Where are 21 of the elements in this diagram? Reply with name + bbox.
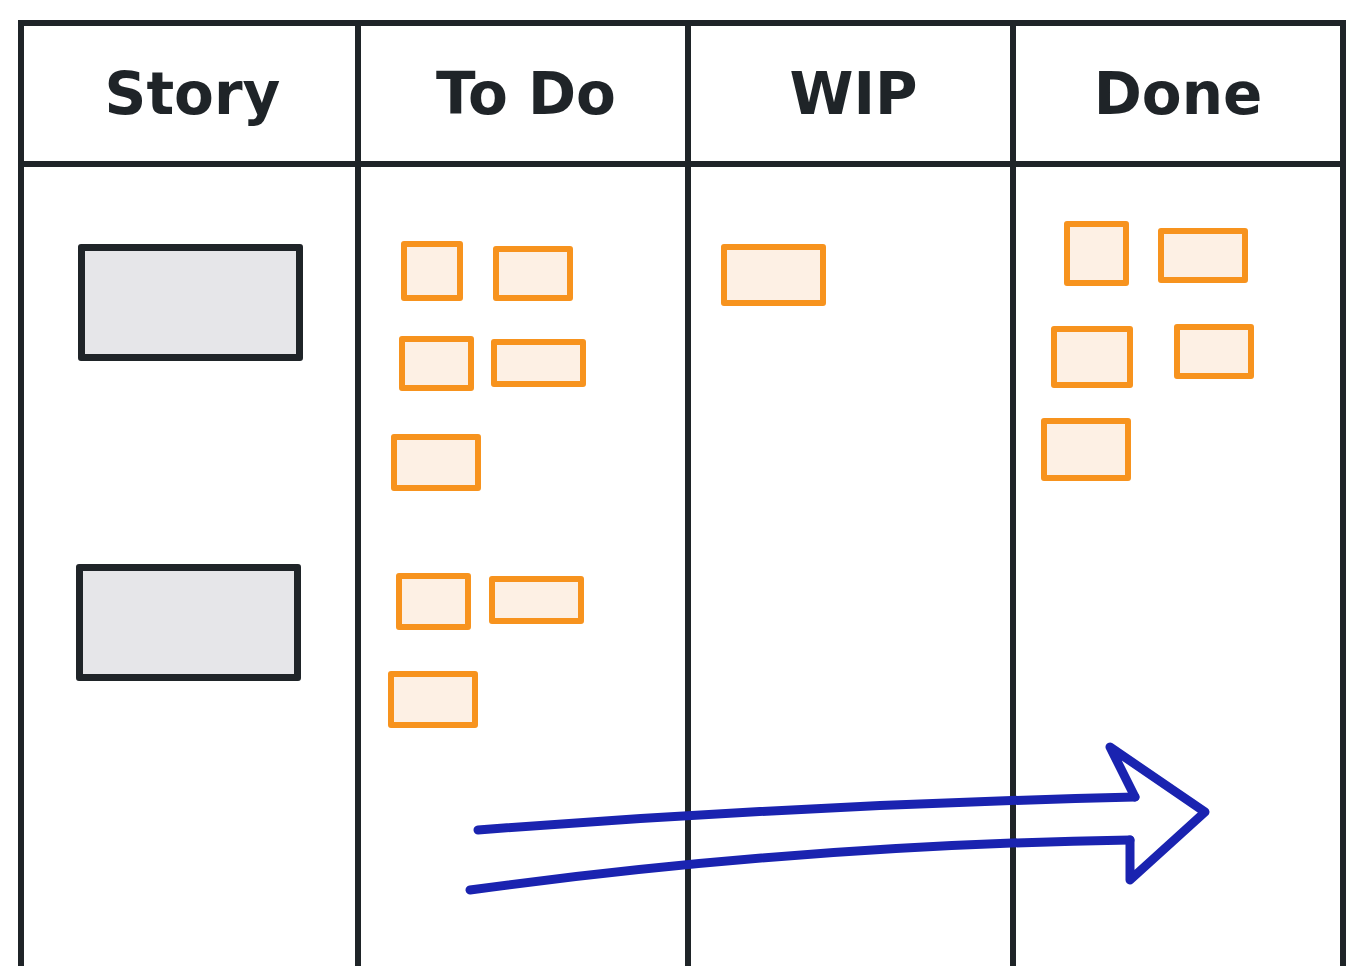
story-card: [76, 564, 301, 681]
sticky-note: [388, 671, 478, 728]
sticky-note: [491, 339, 586, 387]
sticky-note: [1041, 418, 1131, 481]
column-heading: WIP: [789, 59, 918, 128]
column-heading: To Do: [436, 59, 616, 128]
board-column: [1010, 20, 1346, 966]
sticky-note: [1064, 221, 1129, 286]
sticky-note: [721, 244, 826, 306]
sticky-note: [401, 241, 463, 301]
sticky-note: [1051, 326, 1133, 388]
sticky-note: [399, 336, 474, 391]
sticky-note: [489, 576, 584, 624]
sticky-note: [396, 573, 471, 630]
column-heading: Story: [104, 59, 281, 128]
sticky-note: [1174, 324, 1254, 379]
sticky-note: [493, 246, 573, 301]
sticky-note: [391, 434, 481, 491]
story-card: [78, 244, 303, 361]
sticky-note: [1158, 228, 1248, 283]
column-heading: Done: [1093, 59, 1263, 128]
